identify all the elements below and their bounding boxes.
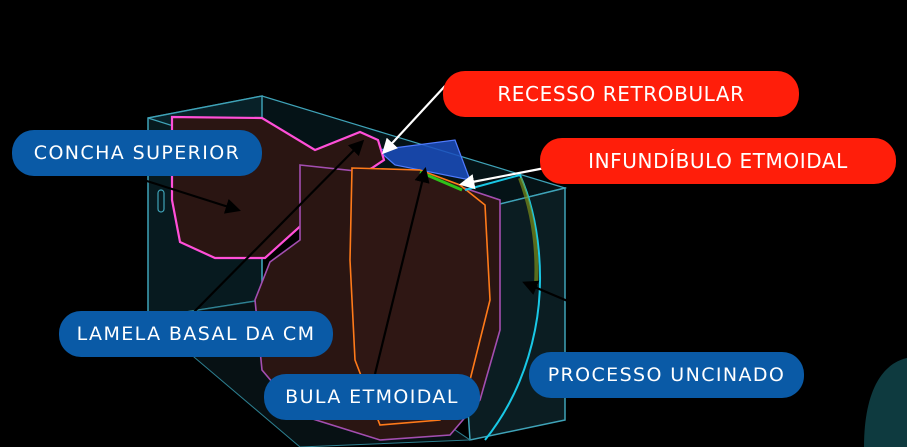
label-lamela-basal: LAMELA BASAL DA CM [59, 311, 333, 357]
label-recesso-retrobular: RECESSO RETROBULAR [443, 71, 799, 117]
corner-shape [864, 358, 907, 447]
label-bula-etmoidal: BULA ETMOIDAL [264, 374, 480, 420]
label-processo-uncinado: PROCESSO UNCINADO [529, 352, 804, 398]
label-infundibulo-etmoidal: INFUNDÍBULO ETMOIDAL [540, 138, 896, 184]
label-concha-superior: CONCHA SUPERIOR [12, 130, 262, 176]
